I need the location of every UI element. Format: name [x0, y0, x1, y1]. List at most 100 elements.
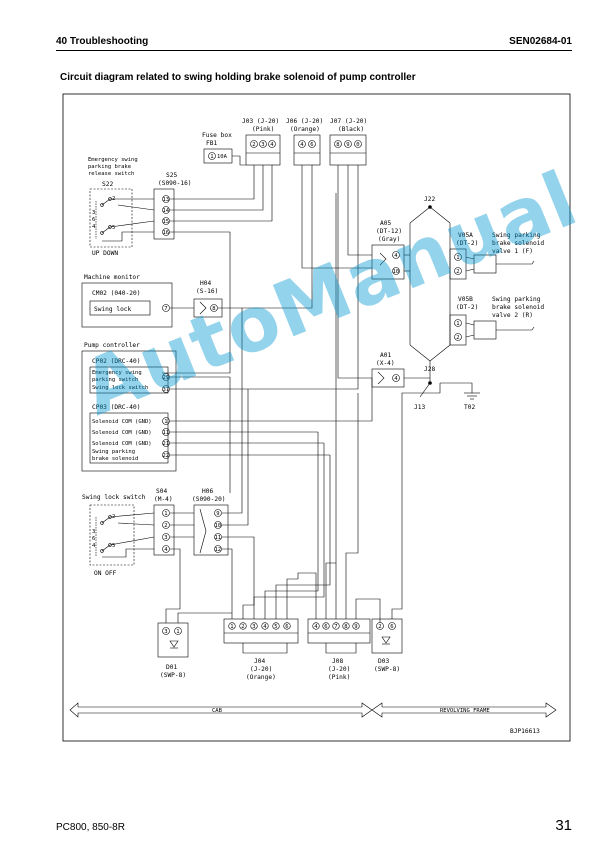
svg-text:1: 1: [210, 154, 213, 160]
svg-text:5: 5: [112, 543, 115, 549]
svg-text:11: 11: [163, 430, 170, 436]
connector-a01: A01 (X-4) 4: [371, 352, 405, 388]
connector-d03: 2 6 D03 (SWP-8): [371, 618, 403, 673]
svg-text:CM02 (040-20): CM02 (040-20): [92, 290, 140, 297]
svg-text:4: 4: [314, 624, 318, 630]
svg-text:21: 21: [163, 441, 170, 447]
svg-text:6: 6: [285, 624, 288, 630]
connector-s25: S25 (S090-16) 13 14 15 16: [153, 172, 192, 240]
svg-text:J07 (J-20): J07 (J-20): [330, 118, 367, 125]
svg-text:3: 3: [164, 629, 167, 635]
svg-text:(DT-2): (DT-2): [456, 304, 478, 311]
svg-text:1: 1: [230, 624, 233, 630]
pump-controller: Pump controller CP02 (DRC-40) Emergency …: [81, 342, 177, 472]
svg-text:parking brake: parking brake: [88, 164, 131, 170]
connector-d01: 3 1 D01 (SWP-8): [157, 622, 189, 679]
svg-text:A05: A05: [380, 220, 391, 227]
svg-text:(Orange): (Orange): [246, 674, 276, 681]
svg-text:release switch: release switch: [88, 171, 134, 177]
svg-text:6: 6: [92, 536, 95, 542]
svg-text:3: 3: [92, 529, 95, 535]
svg-text:3: 3: [252, 624, 255, 630]
valve-v05b: V05B (DT-2) Swing parking brake solenoid…: [449, 296, 544, 346]
svg-text:Solenoid COM (GND): Solenoid COM (GND): [92, 441, 152, 447]
svg-text:valve 1 (F): valve 1 (F): [492, 248, 533, 255]
footer-model: PC800, 850-8R: [56, 822, 125, 833]
svg-text:Machine monitor: Machine monitor: [84, 274, 140, 281]
svg-text:(M-4): (M-4): [154, 496, 173, 503]
svg-text:2: 2: [456, 335, 459, 341]
svg-text:4: 4: [394, 253, 398, 259]
connector-j08: 4 6 7 8 9 J08 (J-20) (Pink): [307, 618, 371, 681]
svg-text:(DT-12): (DT-12): [376, 228, 402, 235]
svg-text:Emergency swing: Emergency swing: [92, 370, 142, 376]
svg-text:16: 16: [163, 230, 170, 236]
svg-text:(SWP-8): (SWP-8): [374, 666, 400, 673]
header-doc-code: SEN02684-01: [509, 36, 572, 47]
connector-j04: 1 2 3 4 5 6 J04 (J-20) (Orange): [223, 618, 299, 681]
connector-h06: H06 (S090-20) 9 10 11 12: [192, 488, 229, 556]
header-rule: [56, 50, 572, 51]
svg-text:brake solenoid: brake solenoid: [492, 240, 544, 247]
svg-text:J04: J04: [254, 658, 265, 665]
svg-text:6: 6: [390, 624, 393, 630]
svg-text:13: 13: [163, 197, 170, 203]
svg-text:10A: 10A: [217, 154, 228, 160]
svg-text:29: 29: [163, 375, 170, 381]
svg-text:valve 2 (R): valve 2 (R): [492, 312, 533, 319]
switch-s22: Emergency swing parking brake release sw…: [88, 157, 138, 257]
junction-j28: J28 J13 T02: [414, 361, 480, 411]
diagram-title: Circuit diagram related to swing holding…: [60, 72, 416, 83]
svg-text:Solenoid COM (GND): Solenoid COM (GND): [92, 430, 152, 436]
svg-text:(Orange): (Orange): [290, 126, 320, 133]
svg-text:Swing lock switch: Swing lock switch: [92, 385, 148, 391]
svg-text:Swing lock switch: Swing lock switch: [82, 494, 146, 501]
svg-text:10: 10: [215, 523, 222, 529]
svg-text:J22: J22: [424, 196, 435, 203]
svg-text:Swing parking: Swing parking: [492, 232, 541, 239]
svg-text:(S-16): (S-16): [196, 288, 218, 295]
svg-text:9: 9: [216, 511, 219, 517]
region-bar: CAB REVOLVING FRAME: [69, 702, 557, 718]
junction-j22: J22: [409, 196, 451, 362]
svg-text:Swing lock: Swing lock: [94, 306, 132, 313]
svg-text:10: 10: [393, 269, 400, 275]
svg-text:Solenoid COM (GND): Solenoid COM (GND): [92, 419, 152, 425]
svg-text:parking switch: parking switch: [92, 377, 138, 383]
svg-text:(X-4): (X-4): [376, 360, 395, 367]
diagram-frame: [62, 93, 571, 742]
connector-j06: J06 (J-20) (Orange) 4 6: [286, 118, 323, 166]
svg-text:J03 (J-20): J03 (J-20): [242, 118, 279, 125]
svg-text:5: 5: [274, 624, 277, 630]
svg-text:(Black): (Black): [338, 126, 364, 133]
svg-text:brake solenoid: brake solenoid: [492, 304, 544, 311]
svg-text:1: 1: [164, 419, 167, 425]
svg-text:(S090-20): (S090-20): [192, 496, 226, 503]
svg-text:2: 2: [378, 624, 381, 630]
svg-text:1: 1: [176, 629, 179, 635]
svg-text:T02: T02: [464, 404, 475, 411]
svg-text:S04: S04: [156, 488, 167, 495]
svg-text:Emergency swing: Emergency swing: [88, 157, 138, 163]
svg-text:2: 2: [164, 523, 167, 529]
svg-text:8: 8: [212, 306, 215, 312]
circuit-diagram: J03 (J-20) (Pink) 2 3 4 J06 (J-20) (Oran…: [62, 93, 572, 743]
svg-text:(SWP-8): (SWP-8): [160, 672, 186, 679]
svg-text:CP02 (DRC-40): CP02 (DRC-40): [92, 358, 140, 365]
svg-text:2: 2: [112, 514, 115, 520]
svg-text:(Pink): (Pink): [328, 674, 350, 681]
page-number: 31: [555, 817, 572, 834]
svg-text:0: 0: [356, 142, 359, 148]
svg-text:H06: H06: [202, 488, 213, 495]
header-section: 40 Troubleshooting: [56, 36, 149, 47]
svg-text:12: 12: [215, 547, 222, 553]
svg-text:7: 7: [334, 624, 337, 630]
svg-text:(DT-2): (DT-2): [456, 240, 478, 247]
svg-text:7: 7: [164, 306, 167, 312]
svg-text:9: 9: [354, 624, 357, 630]
svg-text:1: 1: [456, 321, 459, 327]
connector-j03: J03 (J-20) (Pink) 2 3 4: [242, 118, 281, 166]
svg-text:J08: J08: [332, 658, 343, 665]
machine-monitor: Machine monitor CM02 (040-20) Swing lock…: [81, 274, 173, 328]
valve-v05a: V05A (DT-2) Swing parking brake solenoid…: [449, 232, 544, 280]
